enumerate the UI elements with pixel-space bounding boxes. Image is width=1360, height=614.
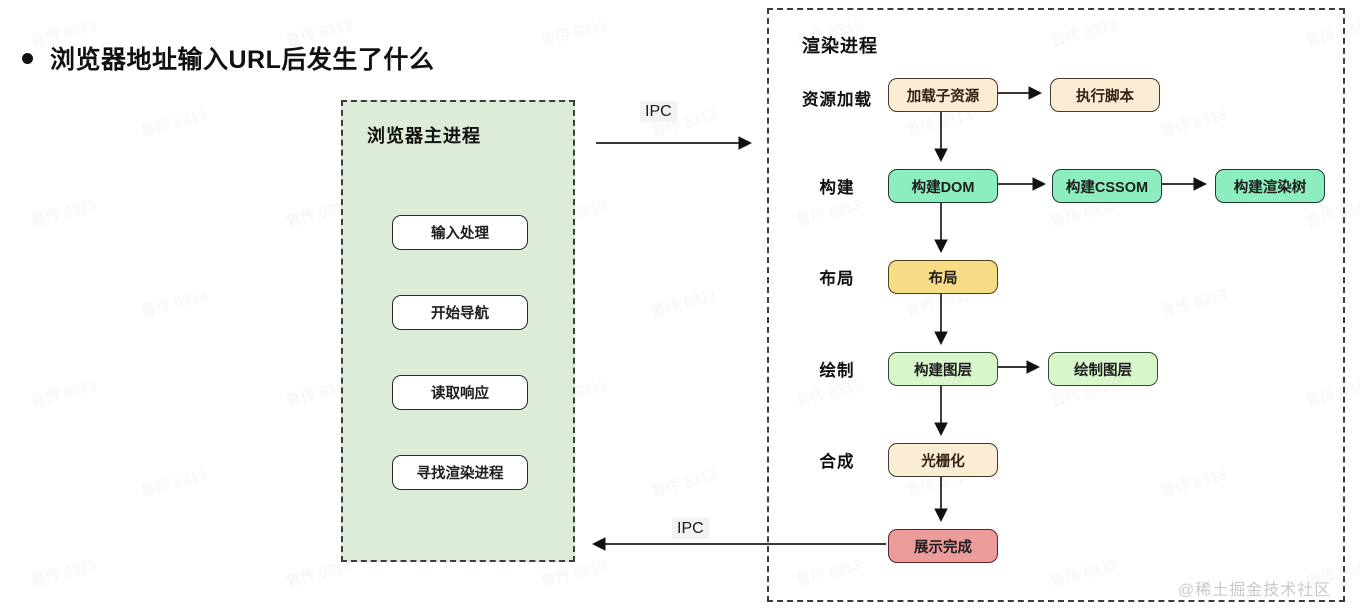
flow-node-build-dom: 构建DOM	[888, 169, 998, 203]
watermark-tile: 鲁传 6313	[649, 466, 719, 501]
ipc-label-top: IPC	[640, 101, 677, 122]
stage-label-paint: 绘制	[819, 362, 855, 380]
flow-node-paint-layers: 绘制图层	[1048, 352, 1158, 386]
watermark-tile: 鲁传 6313	[649, 286, 719, 321]
browser-main-process-panel: 浏览器主进程 输入处理 开始导航 读取响应 寻找渲染进程	[341, 100, 575, 562]
ipc-label-bottom: IPC	[672, 518, 709, 539]
flow-node-input-processing: 输入处理	[392, 215, 528, 250]
stage-label-resource-loading: 资源加载	[802, 91, 872, 109]
title-row: 浏览器地址输入URL后发生了什么	[22, 40, 434, 76]
flow-node-layout: 布局	[888, 260, 998, 294]
stage-label-composite: 合成	[819, 453, 855, 471]
watermark-tile: 鲁传 6313	[29, 556, 99, 591]
watermark-tile: 鲁传 6313	[29, 376, 99, 411]
flow-node-display-complete: 展示完成	[888, 529, 998, 563]
flow-node-read-response: 读取响应	[392, 375, 528, 410]
flow-node-load-subresources: 加载子资源	[888, 78, 998, 112]
stage-label-layout: 布局	[819, 270, 855, 288]
watermark-tile: 鲁传 6313	[29, 196, 99, 231]
flow-node-build-cssom: 构建CSSOM	[1052, 169, 1162, 203]
browser-panel-title: 浏览器主进程	[367, 126, 481, 146]
flow-node-start-navigation: 开始导航	[392, 295, 528, 330]
watermark-tile: 鲁传 6313	[139, 286, 209, 321]
watermark-tile: 鲁传 6313	[139, 106, 209, 141]
watermark-credit: @稀土掘金技术社区	[1178, 582, 1332, 599]
watermark-tile: 鲁传 6313	[139, 466, 209, 501]
flow-node-find-renderer: 寻找渲染进程	[392, 455, 528, 490]
bullet-icon	[22, 52, 33, 64]
render-process-panel: 渲染进程 资源加载 构建 布局 绘制 合成 加载子资源 执行脚本 构建DOM 构…	[767, 8, 1345, 602]
page-title: 浏览器地址输入URL后发生了什么	[50, 46, 435, 74]
render-panel-title: 渲染进程	[802, 36, 878, 56]
flow-node-rasterize: 光栅化	[888, 443, 998, 477]
stage-label-build: 构建	[819, 179, 855, 197]
flow-node-execute-scripts: 执行脚本	[1050, 78, 1160, 112]
flow-node-build-render-tree: 构建渲染树	[1215, 169, 1325, 203]
watermark-tile: 鲁传 6313	[539, 16, 609, 51]
flow-node-build-layers: 构建图层	[888, 352, 998, 386]
